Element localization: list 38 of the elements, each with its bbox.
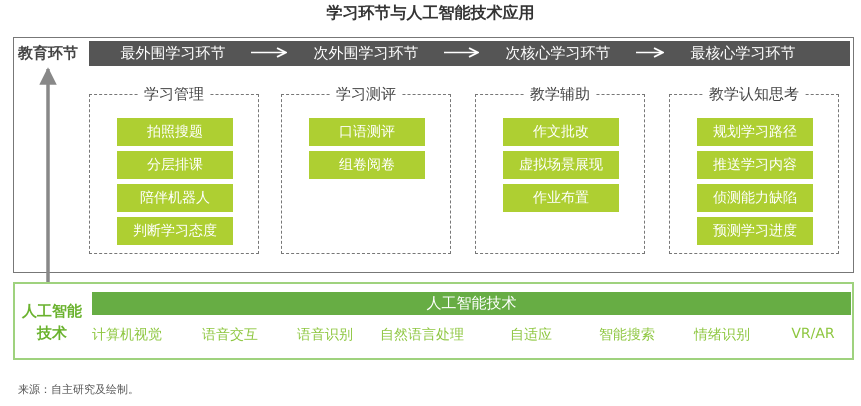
stage-panel: [13, 37, 854, 273]
application-box: 分层排课: [117, 151, 233, 179]
technology-label: 语音识别: [296, 326, 354, 344]
source-note: 来源：自主研究及绘制。: [18, 382, 139, 397]
section-heading: 教育环节: [18, 44, 78, 63]
application-box: 口语测评: [309, 118, 425, 146]
application-box: 组卷阅卷: [309, 151, 425, 179]
group-title: 学习管理: [90, 84, 258, 104]
application-box: 作业布置: [503, 184, 619, 212]
technology-label: 情绪识别: [692, 326, 751, 344]
diagram-title: 学习环节与人工智能技术应用: [326, 3, 536, 24]
application-box: 虚拟场景展现: [503, 151, 619, 179]
technology-label: 自然语言处理: [379, 326, 465, 344]
technology-panel: [13, 282, 854, 360]
stage-label: 次外围学习环节: [291, 41, 441, 66]
stage-label: 最外围学习环节: [98, 41, 248, 66]
group-title: 学习测评: [282, 84, 450, 104]
application-box: 陪伴机器人: [117, 184, 233, 212]
technology-bar: 人工智能技术: [92, 292, 851, 315]
technology-label: VR/AR: [790, 326, 836, 342]
technology-label: 计算机视觉: [91, 326, 163, 344]
arrow: [444, 47, 479, 58]
technology-label: 自适应: [509, 326, 553, 344]
application-box: 推送学习内容: [697, 151, 813, 179]
application-box: 侦测能力缺陷: [697, 184, 813, 212]
application-box: 作文批改: [503, 118, 619, 146]
arrow: [636, 47, 664, 58]
application-box: 判断学习态度: [117, 217, 233, 245]
technology-label: 语音交互: [201, 326, 259, 344]
stage-label: 最核心学习环节: [668, 41, 818, 66]
application-box: 拍照搜题: [117, 118, 233, 146]
stage-label: 次核心学习环节: [483, 41, 633, 66]
application-box: 预测学习进度: [697, 217, 813, 245]
application-box: 规划学习路径: [697, 118, 813, 146]
arrow: [251, 47, 287, 58]
group-title: 教学辅助: [476, 84, 644, 104]
technology-label: 智能搜索: [598, 326, 656, 344]
arrow: [39, 67, 57, 282]
